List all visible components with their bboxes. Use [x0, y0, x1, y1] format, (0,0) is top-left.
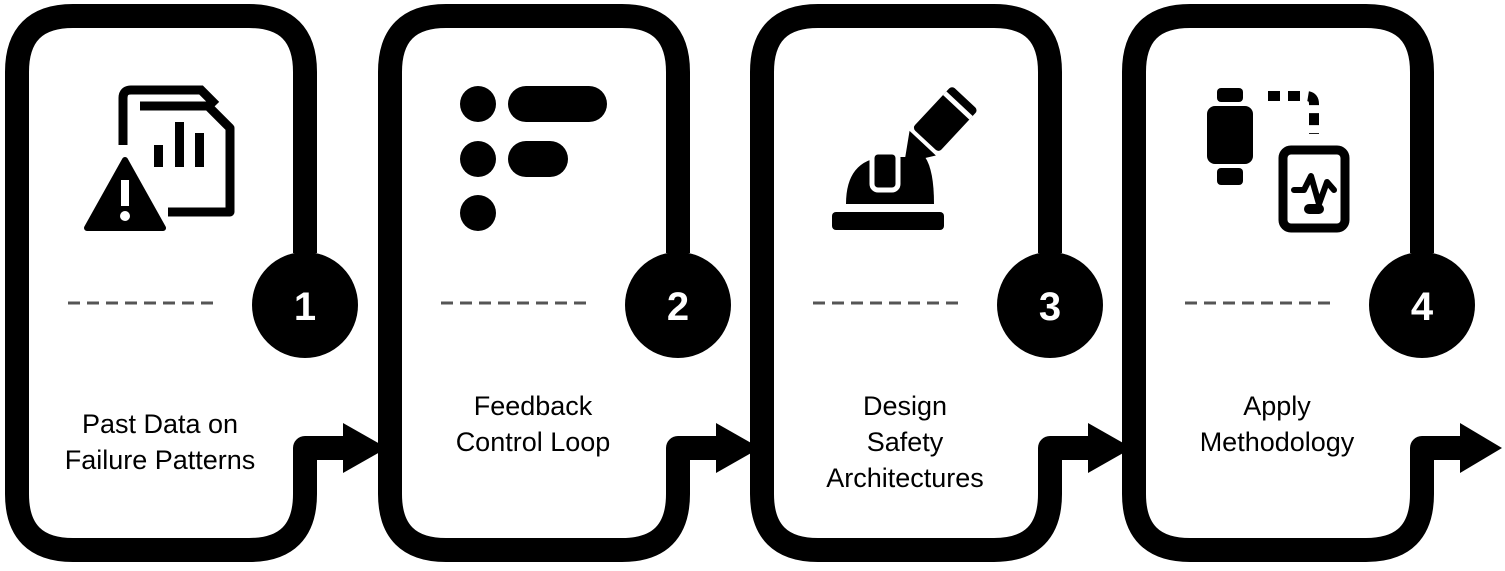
step-frame	[750, 4, 1090, 562]
step-number-badge	[997, 252, 1103, 358]
step-number-badge	[625, 252, 731, 358]
step-1: 1	[5, 4, 387, 562]
step-frame	[1122, 4, 1462, 562]
data-report-warning-icon	[84, 85, 235, 231]
step-2-label: Feedback Control Loop	[455, 391, 611, 457]
watch-phone-connect-icon	[1207, 88, 1350, 233]
arrow-head	[1088, 423, 1132, 473]
step-frame	[378, 4, 718, 562]
step-number: 1	[294, 285, 316, 329]
step-1-label: Past Data on Failure Patterns	[64, 409, 256, 475]
arrow-head	[343, 423, 387, 473]
step-4: 4	[1122, 4, 1502, 562]
arrow-head	[716, 423, 760, 473]
step-number-badge	[1369, 252, 1475, 358]
step-2: 2	[378, 4, 760, 562]
step-4-label: Apply Methodology	[1199, 391, 1355, 457]
step-frame	[5, 4, 345, 562]
arrow-head	[1460, 423, 1502, 473]
step-number: 2	[667, 285, 689, 329]
step-3: 3	[750, 4, 1132, 562]
step-number-badge	[252, 252, 358, 358]
step-number: 4	[1411, 285, 1434, 329]
step-3-label: Design Safety Architectures	[826, 391, 984, 493]
hardhat-pencil-icon	[832, 87, 977, 230]
feedback-list-icon	[460, 86, 607, 231]
step-number: 3	[1039, 285, 1061, 329]
